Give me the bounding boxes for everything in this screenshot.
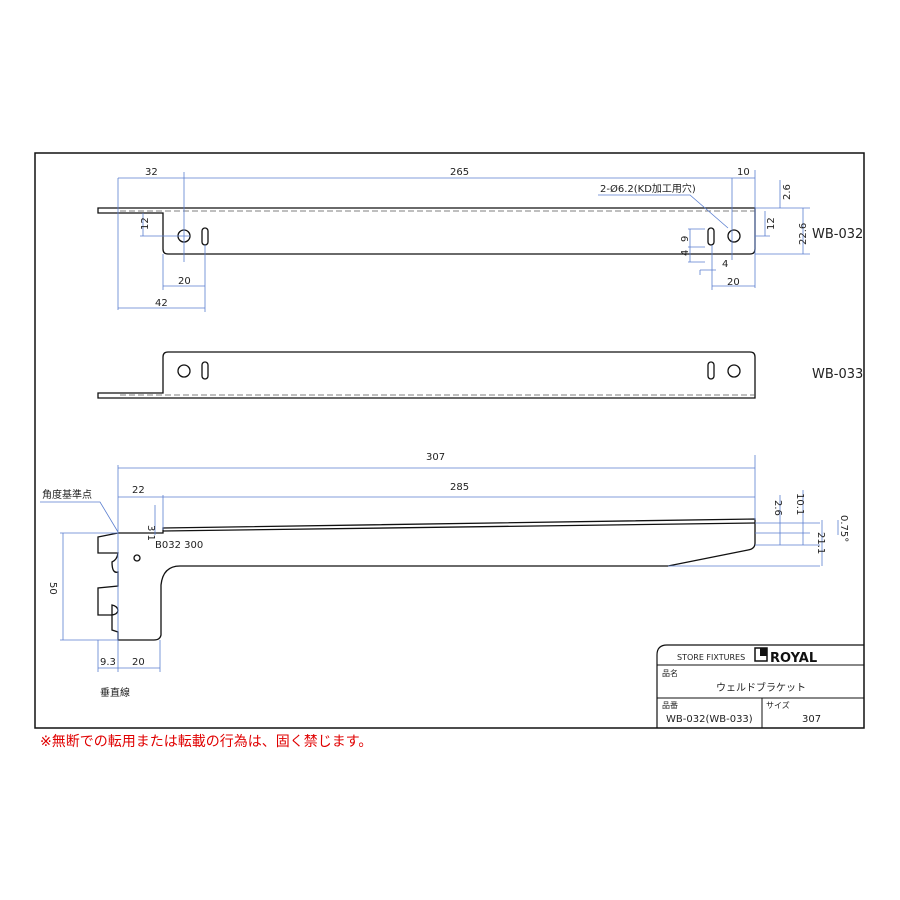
part-stamp: B032 300: [155, 540, 203, 551]
dim-32: 32: [145, 167, 158, 178]
wb-032-view: 32 265 10 2-Ø6.2(KD加工用穴) 12 20 42 2.6 12…: [97, 167, 863, 312]
dim-20-right: 20: [727, 277, 740, 288]
dim-10-1: 10.1: [794, 493, 805, 515]
dim-2-6-side: 2.6: [772, 500, 783, 516]
vertical-line-label: 垂直線: [100, 686, 130, 699]
dim-9: 9: [680, 236, 691, 242]
dim-265: 265: [450, 167, 469, 178]
product-name: ウェルドブラケット: [716, 681, 806, 694]
drawing-frame: [34, 152, 865, 729]
dim-50: 50: [47, 582, 58, 595]
angle-reference-label: 角度基準点: [42, 488, 92, 501]
dim-42: 42: [155, 298, 168, 309]
size-label: サイズ: [766, 700, 790, 710]
dim-3-1: 3.1: [145, 525, 156, 541]
part-no: WB-032(WB-033): [666, 714, 753, 725]
wb-033-view: WB-033: [97, 351, 863, 399]
dim-4-h: 4: [722, 259, 728, 270]
wb-033-label: WB-033: [812, 367, 863, 382]
dim-0-75-deg: 0.75°: [838, 515, 849, 542]
product-name-label: 品名: [662, 668, 678, 678]
title-block: STORE FIXTURES ROYAL 品名 ウェルドブラケット 品番 WB-…: [656, 644, 864, 728]
dim-12-left: 12: [140, 217, 151, 230]
dim-12-right: 12: [766, 217, 777, 230]
store-fixtures-text: STORE FIXTURES: [677, 653, 745, 662]
dim-20-left: 20: [178, 276, 191, 287]
size-value: 307: [802, 714, 821, 725]
dim-22-6: 22.6: [798, 223, 809, 245]
brand-logo: ROYAL: [770, 651, 817, 666]
dim-4-v: 4: [680, 250, 691, 256]
dim-22: 22: [132, 485, 145, 496]
part-no-label: 品番: [662, 700, 678, 710]
dim-9-3: 9.3: [100, 657, 116, 668]
dim-2-6: 2.6: [782, 184, 793, 200]
side-view: 307 22 285 角度基準点 3.1 B032 300 2.6 10.1 0…: [40, 452, 849, 699]
copyright-notice: ※無断での転用または転載の行為は、固く禁じます。: [40, 734, 373, 750]
hole-note: 2-Ø6.2(KD加工用穴): [600, 182, 696, 195]
dim-307: 307: [426, 452, 445, 463]
dim-20: 20: [132, 657, 145, 668]
dim-10: 10: [737, 167, 750, 178]
dim-21-1: 21.1: [815, 532, 826, 554]
dim-285: 285: [450, 482, 469, 493]
wb-032-label: WB-032: [812, 227, 863, 242]
